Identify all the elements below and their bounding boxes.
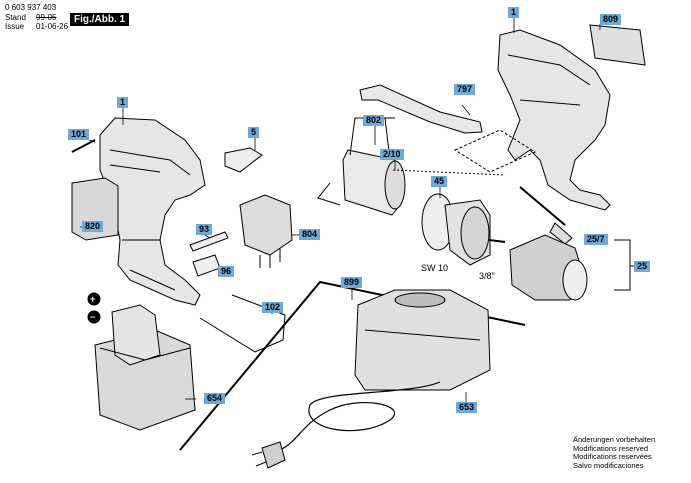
battery-654 (94, 304, 196, 431)
strap-797 (359, 84, 483, 134)
power-plug (261, 441, 286, 469)
callout-653: 653 (456, 402, 478, 413)
callout-820: 820 (82, 221, 104, 232)
part-5 (224, 147, 263, 173)
thread-label: 3/8" (479, 271, 495, 281)
callout-1-right: 1 (508, 7, 520, 18)
switch-804 (239, 194, 293, 256)
callout-93: 93 (196, 224, 213, 235)
callout-899: 899 (341, 277, 363, 288)
note-de: Änderungen vorbehalten (573, 435, 656, 444)
callout-809: 809 (600, 14, 622, 25)
minus-terminal-label: − (90, 312, 96, 322)
callout-802: 802 (363, 115, 385, 126)
callout-25: 25 (634, 261, 651, 272)
plus-terminal-label: + (90, 294, 96, 304)
issue-value: 01-06-26 (36, 22, 69, 31)
gearbox-45 (421, 193, 506, 266)
screw-101 (71, 139, 96, 153)
issue-label: Issue (5, 22, 25, 31)
motor-802 (317, 117, 406, 216)
power-cable (279, 381, 441, 451)
callout-797: 797 (454, 84, 476, 95)
callout-101: 101 (68, 129, 90, 140)
housing-right-drawing (497, 29, 611, 211)
modification-notes: Änderungen vorbehalten Modifications res… (573, 435, 656, 470)
callout-2-10: 2/10 (380, 149, 404, 160)
stand-label: Stand (5, 13, 26, 22)
callout-804: 804 (299, 229, 321, 240)
housing-left-drawing (99, 117, 206, 306)
sw10-label: SW 10 (421, 263, 449, 273)
callout-25-7: 25/7 (584, 234, 608, 245)
callout-5: 5 (248, 127, 260, 138)
part-96 (192, 254, 221, 277)
note-es: Salvo modificaciones (573, 460, 644, 470)
figure-label: Fig./Abb. 1 (70, 13, 130, 26)
callout-96: 96 (218, 266, 235, 277)
callout-45: 45 (431, 176, 448, 187)
note-en: Modifications reserved (573, 443, 649, 453)
doc-number: 0 603 937 403 (5, 3, 57, 12)
stand-value: 99-05 (36, 13, 57, 22)
chuck-25 (509, 234, 588, 301)
charger-653 (354, 289, 491, 391)
part-93 (189, 231, 229, 252)
callout-654: 654 (204, 393, 226, 404)
note-fr: Modifications reservées (573, 452, 652, 462)
chuck-key (519, 186, 566, 226)
callout-102: 102 (262, 302, 284, 313)
callout-1-left: 1 (117, 97, 129, 108)
plate-809 (589, 24, 646, 66)
